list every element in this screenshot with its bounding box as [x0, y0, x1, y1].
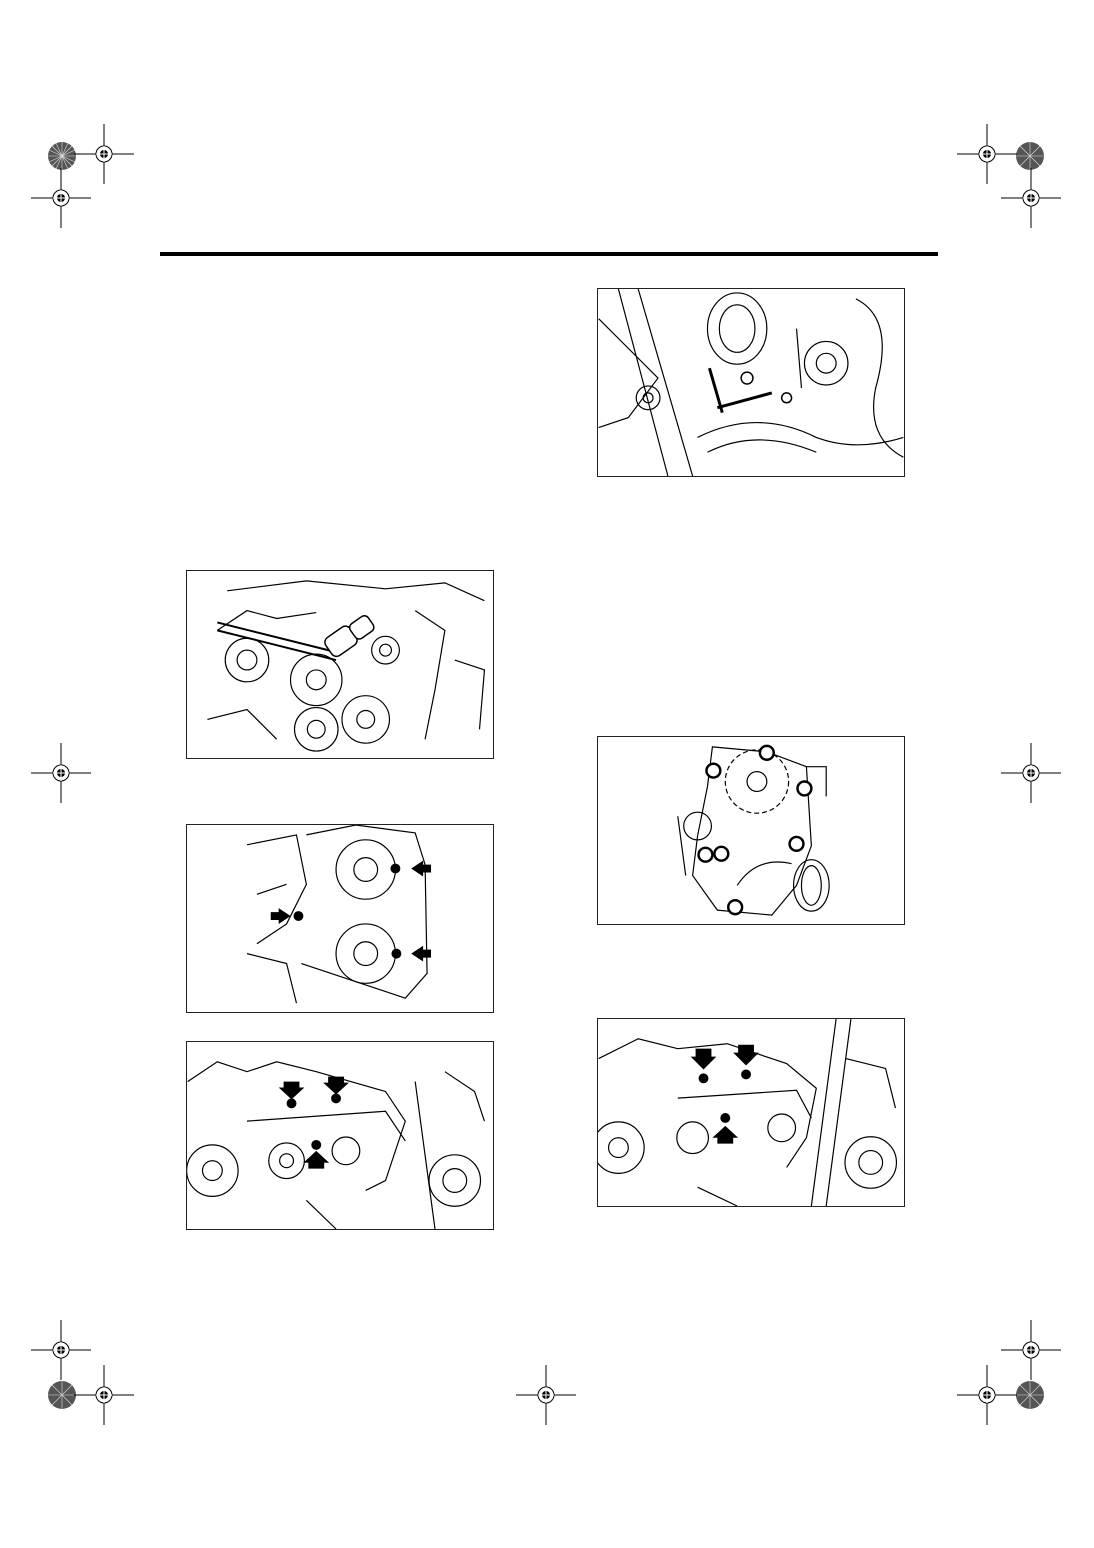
fig-water-pump-left — [597, 288, 905, 477]
crosshair-registration-icon — [957, 1365, 1017, 1425]
arrow-icon — [690, 1044, 759, 1144]
color-registration-disc-icon — [47, 141, 77, 171]
wrench-on-idler-pulley-icon — [207, 580, 486, 752]
header-rule — [160, 252, 938, 256]
crosshair-registration-icon — [31, 1320, 91, 1380]
crosshair-registration-icon — [1001, 743, 1061, 803]
fig-pulley-wrench — [186, 570, 494, 759]
crosshair-registration-icon — [1001, 1320, 1061, 1380]
color-registration-disc-icon — [1015, 141, 1045, 171]
arrow-icon — [278, 1076, 349, 1169]
fig-water-pump — [597, 736, 905, 925]
crosshair-registration-icon — [74, 1365, 134, 1425]
water-pump-bolts-icon — [598, 1019, 898, 1206]
water-pump-bolts-icon — [598, 289, 904, 476]
color-registration-disc-icon — [1015, 1380, 1045, 1410]
fig-belt-cover — [186, 1041, 494, 1230]
water-pump-bolt-pattern-icon — [677, 744, 830, 916]
crosshair-registration-icon — [957, 124, 1017, 184]
crosshair-registration-icon — [516, 1365, 576, 1425]
color-registration-disc-icon — [47, 1380, 77, 1410]
crosshair-registration-icon — [1001, 168, 1061, 228]
belt-cover-bolts-icon — [187, 1061, 486, 1229]
fig-water-pump-right — [597, 1018, 905, 1207]
arrow-icon — [270, 860, 432, 962]
tensioner-idler-icon — [246, 825, 432, 1004]
fig-tensioner — [186, 824, 494, 1013]
crosshair-registration-icon — [31, 168, 91, 228]
crosshair-registration-icon — [74, 124, 134, 184]
crosshair-registration-icon — [31, 743, 91, 803]
